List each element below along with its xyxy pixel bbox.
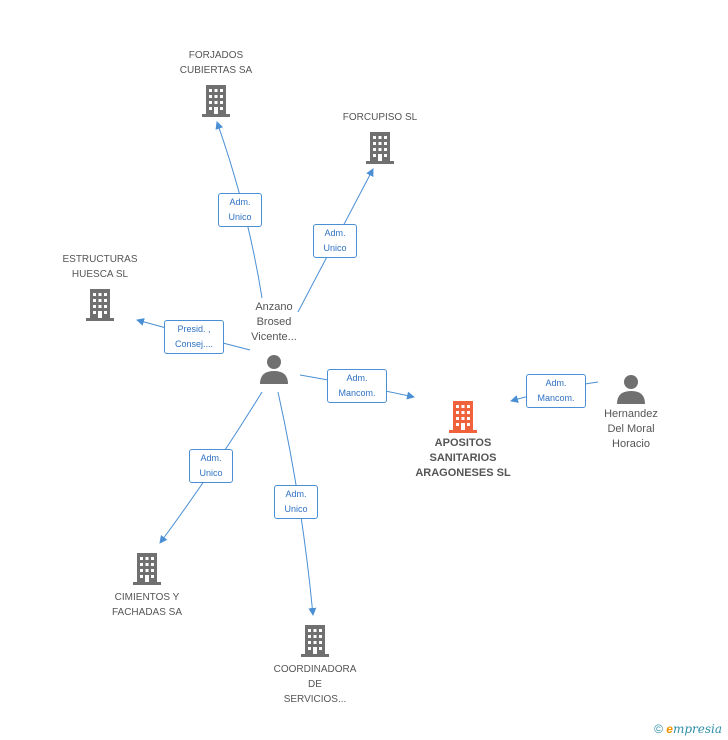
building-icon [133,553,161,585]
node-estructuras-huesca[interactable]: ESTRUCTURAS HUESCA SL [40,252,160,322]
relation-label-estructuras[interactable]: Presid. ,Consej.... [164,320,224,354]
building-icon [366,132,394,164]
relation-label-coordinadora[interactable]: Adm.Unico [274,485,318,519]
node-forjados-cubiertas[interactable]: FORJADOS CUBIERTAS SA [156,48,276,118]
person-icon [617,375,645,404]
node-label: CIMIENTOS Y FACHADAS SA [111,592,183,618]
relation-label-cimientos[interactable]: Adm.Unico [189,449,233,483]
node-hernandez-del-moral[interactable]: Hernandez Del Moral Horacio [586,373,676,452]
building-icon [449,401,477,433]
node-label: FORJADOS CUBIERTAS SA [179,50,253,76]
node-cimientos-fachadas[interactable]: CIMIENTOS Y FACHADAS SA [87,550,207,620]
person-icon [260,355,288,384]
brand-name: mpresia [672,722,722,736]
node-label: APOSITOS SANITARIOS ARAGONESES SL [415,437,511,479]
relation-label-apositos-anzano[interactable]: Adm.Mancom. [327,369,387,403]
node-forcupiso[interactable]: FORCUPISO SL [320,110,440,165]
building-icon [86,289,114,321]
node-anzano-brosed[interactable]: Anzano Brosed Vicente... [226,300,322,385]
relation-label-apositos-hernandez[interactable]: Adm.Mancom. [526,374,586,408]
node-coordinadora-servicios[interactable]: COORDINADORA DE SERVICIOS... [255,622,375,707]
building-icon [202,85,230,117]
copyright-icon: © [654,722,663,736]
footer-brand: © empresia [654,722,722,736]
relation-label-forcupiso[interactable]: Adm.Unico [313,224,357,258]
building-icon [301,625,329,657]
node-label: Anzano Brosed Vicente... [251,301,297,343]
brand-initial: e [666,722,673,736]
node-label: ESTRUCTURAS HUESCA SL [62,254,138,280]
relation-label-forjados[interactable]: Adm.Unico [218,193,262,227]
node-label: Hernandez Del Moral Horacio [604,408,658,450]
node-label: COORDINADORA DE SERVICIOS... [273,664,357,705]
node-apositos-sanitarios[interactable]: APOSITOS SANITARIOS ARAGONESES SL [398,398,528,481]
node-label: FORCUPISO SL [342,112,418,123]
